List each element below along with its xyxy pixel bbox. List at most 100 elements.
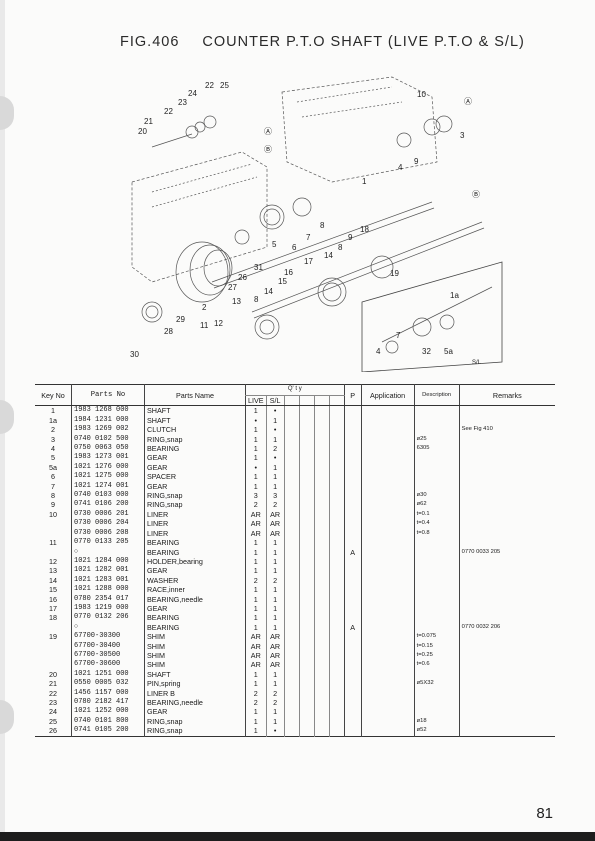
cell-blank (313, 491, 330, 501)
col-qty: Q' t y (245, 384, 345, 396)
cell-blank (328, 481, 345, 492)
cell-parts-no: 0780 2182 417 (71, 698, 145, 708)
cell-parts-name: SHAFT (144, 669, 246, 680)
cell-blank (283, 660, 300, 670)
cell-remarks (458, 405, 555, 416)
cell-application (360, 556, 415, 567)
cell-p (343, 632, 362, 642)
cell-parts-name: SHAFT (144, 405, 246, 416)
cell-p (343, 594, 362, 604)
cell-qty-sl: 1 (265, 707, 285, 717)
callout: 21 (144, 117, 153, 126)
callout: 14 (324, 251, 333, 260)
cell-description: ø5X32 (413, 679, 460, 689)
cell-blank (313, 575, 330, 586)
callout: 18 (360, 225, 369, 234)
cell-description (413, 566, 460, 576)
cell-blank (298, 415, 315, 426)
cell-parts-name: RING,snap (144, 434, 246, 445)
cell-blank (283, 575, 300, 586)
cell-blank (298, 603, 315, 614)
cell-blank (283, 444, 300, 454)
cell-qty-live: 1 (245, 726, 267, 737)
cell-p (343, 500, 362, 510)
cell-description: ø52 (413, 726, 460, 737)
cell-qty-sl: AR (265, 509, 285, 520)
cell-description (413, 556, 460, 567)
cell-blank (283, 556, 300, 567)
cell-blank (283, 472, 300, 482)
cell-application (360, 425, 415, 435)
cell-blank (328, 444, 345, 454)
cell-blank (313, 641, 330, 651)
cell-blank (328, 462, 345, 473)
cell-blank (283, 500, 300, 510)
cell-parts-no: 1983 1273 001 (71, 453, 145, 463)
cell-qty-live: AR (245, 641, 267, 651)
cell-application (360, 594, 415, 604)
cell-blank (283, 453, 300, 463)
callout: 8 (338, 243, 343, 252)
cell-qty-sl: 1 (265, 669, 285, 680)
cell-parts-name: GEAR (144, 481, 246, 492)
cell-qty-sl: • (265, 726, 285, 737)
cell-blank (313, 462, 330, 473)
cell-key-no: 16 (49, 594, 57, 604)
cell-description: t=0.1 (413, 509, 460, 520)
cell-remarks: See Fig 410 (458, 425, 555, 435)
table-bottom-rule (35, 735, 555, 737)
cell-blank (313, 585, 330, 595)
cell-qty-live: 1 (245, 425, 267, 435)
cell-blank (283, 669, 300, 680)
cell-parts-name: RACE,inner (144, 585, 246, 595)
page-bottom-band (0, 832, 595, 841)
cell-blank (298, 726, 315, 737)
cell-blank (313, 613, 330, 623)
cell-blank (328, 650, 345, 661)
cell-parts-name: SHIM (144, 632, 246, 642)
cell-key-no: 13 (49, 566, 57, 576)
cell-blank (298, 566, 315, 576)
cell-key-no: 26 (49, 726, 57, 736)
cell-description: 6305 (413, 444, 460, 454)
cell-blank (313, 434, 330, 445)
cell-key-no: 9 (51, 500, 55, 510)
cell-qty-sl: 1 (265, 462, 285, 473)
cell-qty-live: 1 (245, 405, 267, 416)
cell-p (343, 453, 362, 463)
cell-key-no: 3 (51, 434, 55, 444)
cell-blank (298, 594, 315, 604)
cell-blank (298, 538, 315, 548)
cell-application (360, 481, 415, 492)
cell-parts-no: 1021 1251 000 (71, 669, 145, 680)
cell-qty-live: 1 (245, 444, 267, 454)
cell-p (343, 688, 362, 698)
cell-application (360, 716, 415, 727)
callout: 13 (232, 297, 241, 306)
cell-p (343, 434, 362, 445)
cell-p (343, 698, 362, 708)
cell-blank (328, 603, 345, 614)
cell-key-no: 6 (51, 472, 55, 482)
cell-blank (313, 660, 330, 670)
cell-qty-live: AR (245, 519, 267, 529)
cell-parts-name: BEARING (144, 444, 246, 454)
cell-blank (298, 707, 315, 717)
cell-qty-sl: 1 (265, 716, 285, 727)
cell-blank (313, 650, 330, 661)
cell-key-no: 25 (49, 716, 57, 726)
cell-remarks (458, 585, 555, 595)
cell-qty-sl: • (265, 405, 285, 416)
col-application: Application (360, 384, 415, 407)
cell-qty-sl: AR (265, 528, 285, 539)
cell-description: t=0.075 (413, 632, 460, 642)
cell-blank (283, 566, 300, 576)
cell-qty-live: • (245, 462, 267, 473)
cell-blank (313, 679, 330, 689)
cell-application (360, 462, 415, 473)
